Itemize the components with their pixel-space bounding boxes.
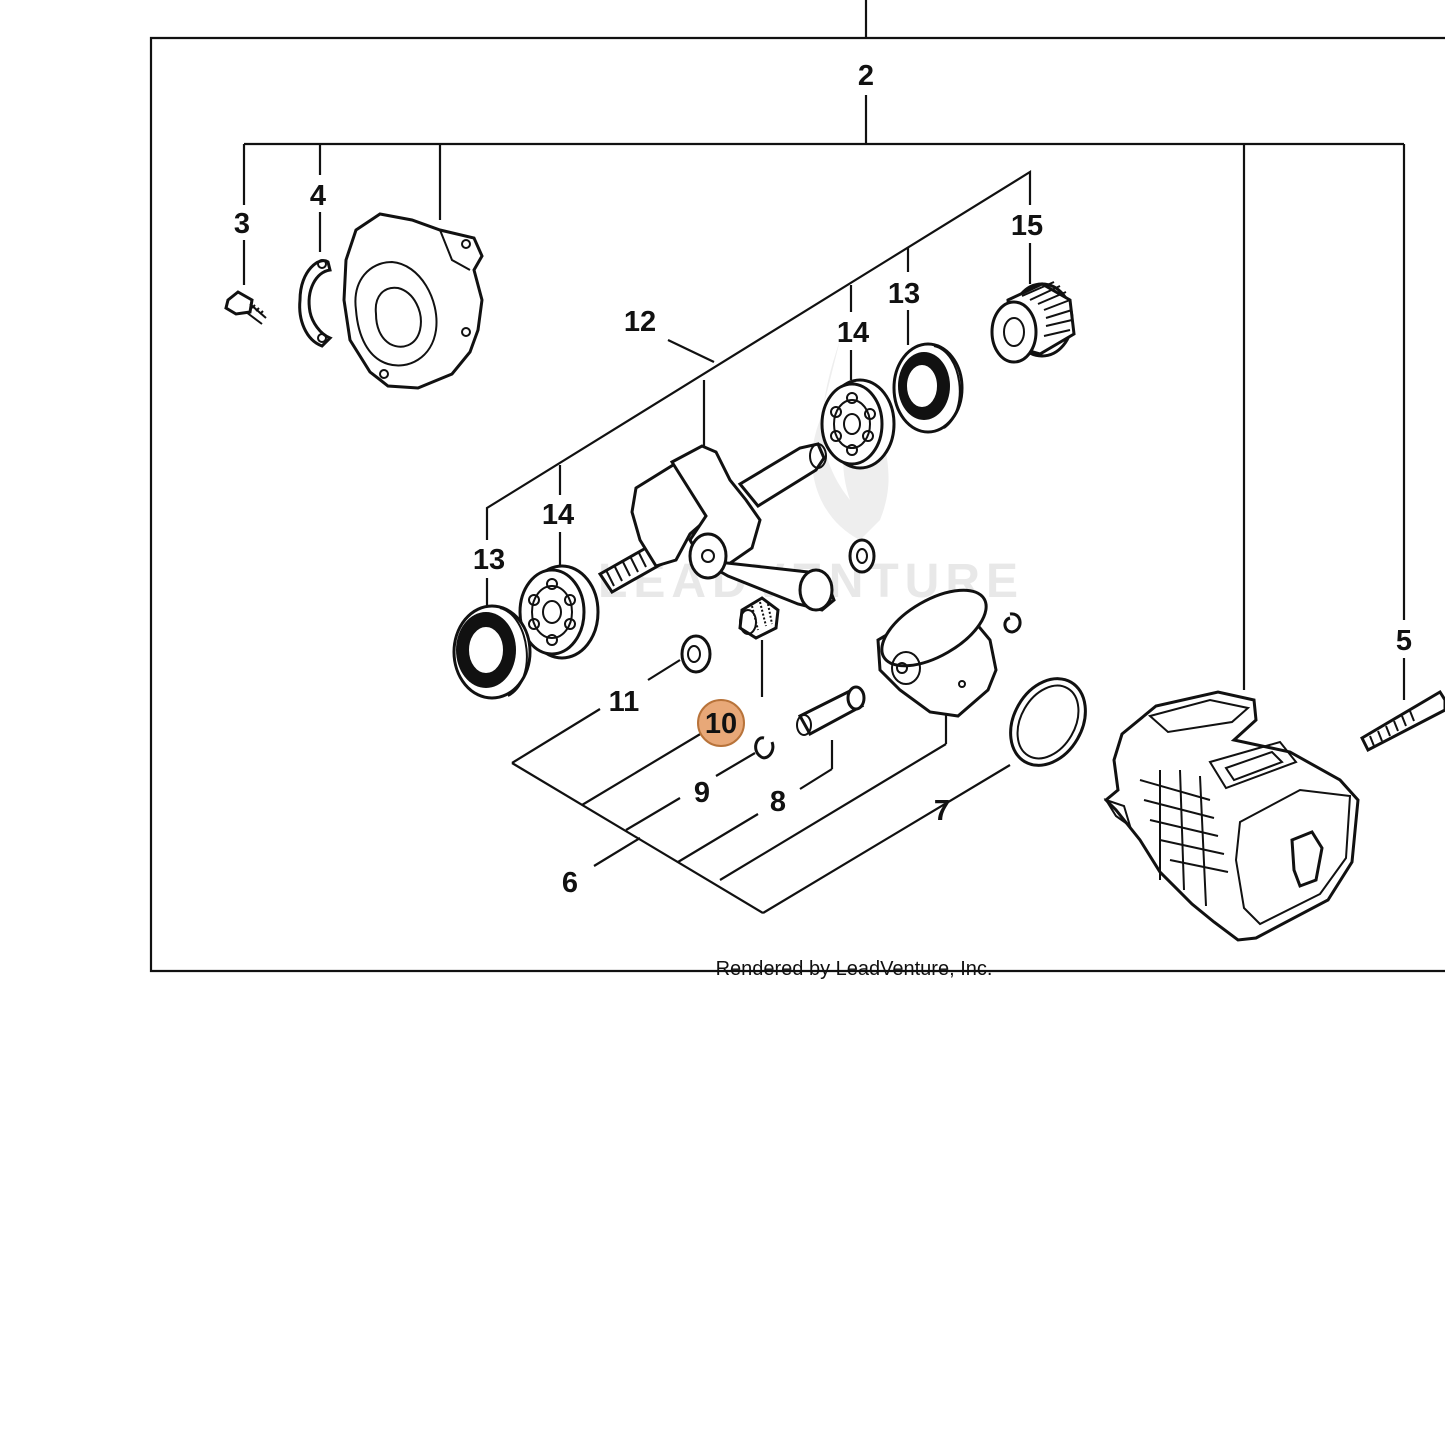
- callout-10[interactable]: 10: [705, 708, 737, 740]
- callout-3[interactable]: 3: [234, 208, 250, 240]
- crankshaft-part[interactable]: [597, 442, 836, 612]
- clip-piston-part[interactable]: [1003, 612, 1022, 634]
- bearing-bottom-part[interactable]: [518, 564, 600, 660]
- oil-seal-bottom-part[interactable]: [452, 604, 532, 700]
- callout-13-bottom[interactable]: 13: [473, 544, 505, 576]
- callout-12[interactable]: 12: [624, 306, 656, 338]
- callout-5[interactable]: 5: [1396, 625, 1412, 657]
- callout-6[interactable]: 6: [562, 867, 578, 899]
- washer-part[interactable]: [680, 634, 712, 674]
- highlight-marker: [697, 699, 745, 747]
- callout-13-top[interactable]: 13: [888, 278, 920, 310]
- circlip-part[interactable]: [754, 736, 775, 760]
- callout-2[interactable]: 2: [858, 60, 874, 92]
- callout-11[interactable]: 11: [609, 686, 640, 718]
- callout-4[interactable]: 4: [310, 180, 326, 212]
- washer-rod-part[interactable]: [848, 538, 876, 574]
- bolt-part[interactable]: [224, 290, 267, 325]
- callout-15[interactable]: 15: [1011, 210, 1043, 242]
- callout-14-bottom[interactable]: 14: [542, 499, 574, 531]
- callout-labels: 2 3 4 5 6 7 8 9 10 11 12 13 13 14 14 15: [234, 60, 1412, 899]
- outer-frame: [149, 0, 1445, 973]
- filter-part[interactable]: [990, 281, 1076, 364]
- leader-lines: [242, 95, 1406, 914]
- crankcase-part[interactable]: [342, 212, 484, 390]
- footer-credit: Rendered by LeadVenture, Inc.: [716, 958, 993, 980]
- piston-ring-part[interactable]: [996, 665, 1101, 779]
- clamp-part[interactable]: [298, 259, 333, 348]
- callout-9[interactable]: 9: [694, 777, 710, 809]
- oil-seal-top-part[interactable]: [892, 342, 964, 434]
- piston-pin-part[interactable]: [796, 685, 866, 737]
- needle-bearing-part[interactable]: [738, 596, 780, 640]
- cylinder-part[interactable]: [1103, 690, 1360, 942]
- stud-part[interactable]: [1360, 689, 1445, 753]
- callout-7[interactable]: 7: [934, 795, 950, 827]
- callout-14-top[interactable]: 14: [837, 317, 869, 349]
- callout-8[interactable]: 8: [770, 786, 786, 818]
- bearing-top-part[interactable]: [820, 378, 896, 470]
- piston-part[interactable]: [870, 575, 998, 718]
